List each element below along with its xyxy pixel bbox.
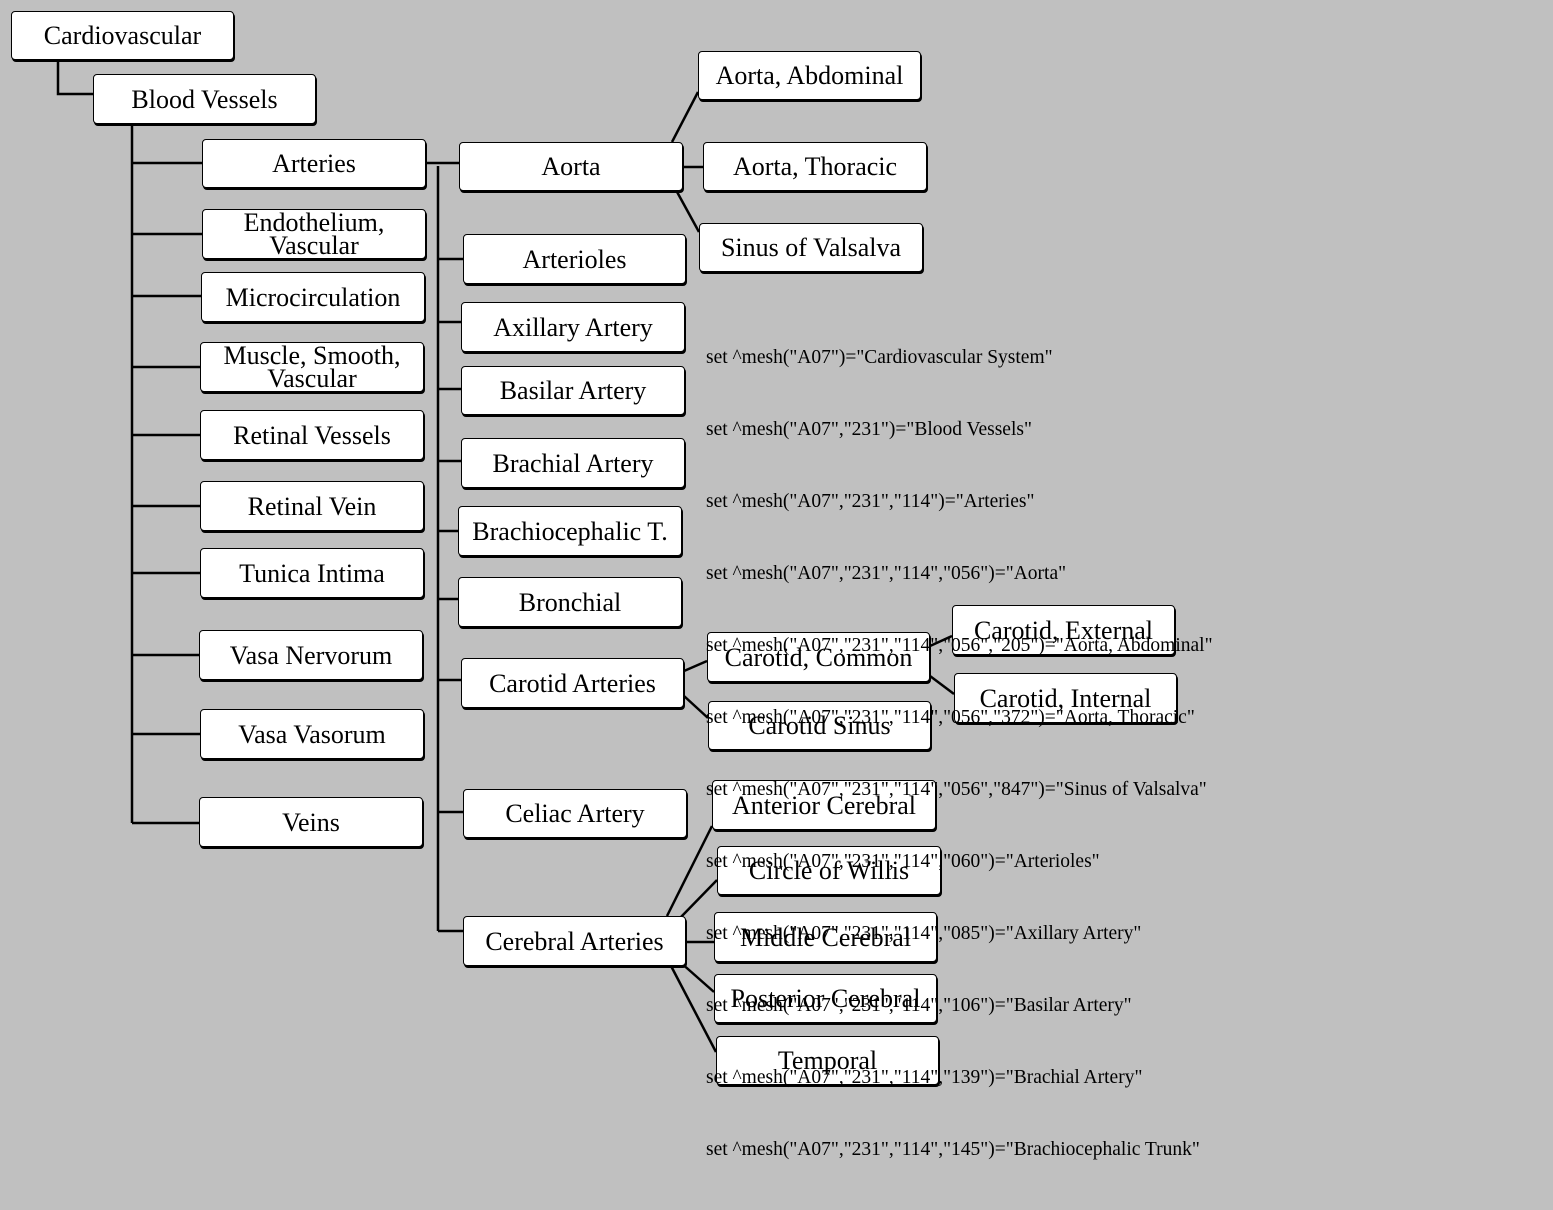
connector bbox=[679, 879, 718, 919]
node-carotid-common: Carotid, Common bbox=[707, 632, 930, 682]
code-line: set ^mesh("A07","231","114","056","847")… bbox=[706, 779, 1207, 800]
node-endothelium-vascular: Endothelium, Vascular bbox=[202, 209, 426, 259]
node-sinus-of-valsalva: Sinus of Valsalva bbox=[699, 223, 923, 272]
node-cardiovascular: Cardiovascular bbox=[11, 11, 234, 60]
code-line: set ^mesh("A07","231","114","056","205")… bbox=[706, 635, 1213, 656]
code-line: set ^mesh("A07","231")="Blood Vessels" bbox=[706, 419, 1032, 440]
node-microcirculation: Microcirculation bbox=[201, 272, 425, 322]
connector bbox=[683, 695, 709, 719]
node-brachial-artery: Brachial Artery bbox=[461, 438, 685, 488]
node-aorta-abdominal: Aorta, Abdominal bbox=[698, 51, 921, 100]
code-line: set ^mesh("A07","231","114","145")="Brac… bbox=[706, 1139, 1200, 1160]
connector bbox=[670, 91, 700, 143]
connector bbox=[929, 634, 953, 648]
node-aorta: Aorta bbox=[459, 142, 683, 191]
connector bbox=[683, 659, 708, 673]
node-carotid-external: Carotid, External bbox=[952, 605, 1175, 655]
connector bbox=[929, 675, 955, 695]
connector bbox=[679, 961, 715, 993]
node-carotid-sinus: Carotid Sinus bbox=[708, 701, 931, 750]
code-line: set ^mesh("A07","231","114","060")="Arte… bbox=[706, 851, 1100, 872]
node-retinal-vessels: Retinal Vessels bbox=[200, 410, 424, 460]
connector bbox=[668, 963, 718, 1053]
node-blood-vessels: Blood Vessels bbox=[93, 74, 316, 124]
node-basilar-artery: Basilar Artery bbox=[461, 366, 685, 415]
node-aorta-thoracic: Aorta, Thoracic bbox=[703, 142, 927, 191]
node-cerebral-arteries: Cerebral Arteries bbox=[463, 916, 686, 966]
code-line: set ^mesh("A07")="Cardiovascular System" bbox=[706, 347, 1053, 368]
node-anterior-cerebral: Anterior Cerebral bbox=[712, 780, 936, 830]
tree-diagram: Cardiovascular Blood Vessels Arteries En… bbox=[11, 11, 1213, 1160]
node-veins: Veins bbox=[199, 797, 423, 847]
node-posterior-cerebral: Posterior Cerebral bbox=[714, 974, 937, 1023]
node-tunica-intima: Tunica Intima bbox=[200, 548, 424, 598]
mumps-code-listing: set ^mesh("A07")="Cardiovascular System"… bbox=[706, 298, 1213, 1210]
node-middle-cerebral: Middle Cerebral bbox=[714, 912, 937, 962]
node-bronchial: Bronchial bbox=[458, 577, 682, 627]
node-temporal: Temporal bbox=[716, 1036, 939, 1085]
code-line: set ^mesh("A07","231","114","139")="Brac… bbox=[706, 1067, 1143, 1088]
code-line: set ^mesh("A07","231","114","085")="Axil… bbox=[706, 923, 1142, 944]
node-carotid-arteries: Carotid Arteries bbox=[461, 658, 684, 708]
node-circle-of-willis: Circle of Willis bbox=[717, 846, 941, 895]
node-vasa-nervorum: Vasa Nervorum bbox=[199, 630, 423, 680]
code-line: set ^mesh("A07","231","114")="Arteries" bbox=[706, 491, 1035, 512]
connector bbox=[56, 60, 93, 96]
node-arterioles: Arterioles bbox=[463, 234, 686, 284]
code-line: set ^mesh("A07","231","114","056")="Aort… bbox=[706, 563, 1067, 584]
node-brachiocephalic-trunk: Brachiocephalic T. bbox=[458, 506, 682, 556]
code-line: set ^mesh("A07","231","114","106")="Basi… bbox=[706, 995, 1132, 1016]
code-line: set ^mesh("A07","231","114","056","372")… bbox=[706, 707, 1195, 728]
node-celiac-artery: Celiac Artery bbox=[463, 789, 687, 838]
node-vasa-vasorum: Vasa Vasorum bbox=[200, 709, 424, 759]
node-retinal-vein: Retinal Vein bbox=[200, 481, 424, 531]
connector bbox=[665, 825, 714, 917]
node-arteries: Arteries bbox=[202, 139, 426, 188]
connector bbox=[674, 189, 701, 233]
node-carotid-internal: Carotid, Internal bbox=[954, 673, 1177, 723]
node-muscle-smooth-vascular: Muscle, Smooth, Vascular bbox=[200, 342, 424, 392]
node-axillary-artery: Axillary Artery bbox=[461, 302, 685, 352]
connector-lines bbox=[56, 60, 955, 1053]
